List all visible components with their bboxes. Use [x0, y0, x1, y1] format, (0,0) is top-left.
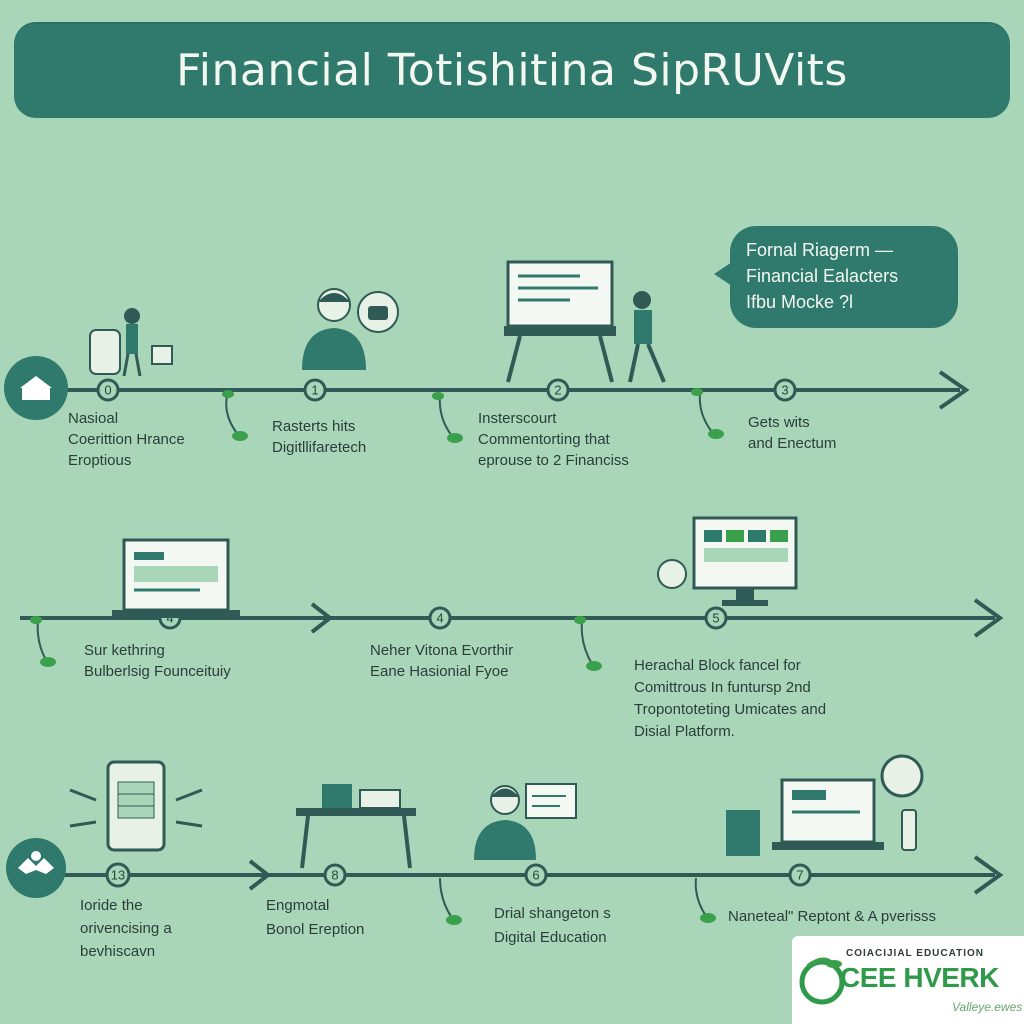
- step-node-4b-number: 4: [436, 611, 443, 626]
- step-node-4b: 4: [428, 606, 452, 630]
- step-label-8-line-2: Bonol Ereption: [266, 921, 365, 938]
- step-node-7-number: 7: [796, 868, 803, 883]
- workbench-illustration: [296, 784, 416, 869]
- step-label-8-line-1: Engmotal: [266, 897, 330, 914]
- step-label-6: Drial shangeton s Digital Education: [494, 902, 611, 950]
- step-node-5: 5: [704, 606, 728, 630]
- step-node-6-number: 6: [532, 868, 539, 883]
- brand-logo-icon: [799, 957, 845, 1005]
- presentation-board-icon: [504, 260, 666, 383]
- person-avatar-icon: [302, 288, 399, 370]
- step-label-4b-line-2: Eane Hasionial Fyoe: [370, 663, 509, 680]
- tablet-icon: [69, 760, 203, 852]
- step-label-0-line-3: Eroptious: [68, 452, 132, 469]
- step-label-5-line-4: Disial Platform.: [634, 723, 735, 740]
- step-label-0-line-1: Nasioal: [68, 410, 119, 427]
- step-label-6-line-1: Drial shangeton s: [494, 905, 611, 922]
- step-node-3-number: 3: [781, 383, 788, 398]
- step-label-4b: Neher Vitona Evorthir Eane Hasionial Fyo…: [370, 640, 513, 682]
- step-node-2: 2: [546, 378, 570, 402]
- emblem-icon: [6, 838, 66, 898]
- step-label-0-line-2: Coerittion Hrance: [68, 431, 185, 448]
- laptop-icon-2: [726, 754, 924, 856]
- person-with-screen-icon: [474, 783, 577, 860]
- step-label-13-line-1: Ioride the: [80, 897, 143, 914]
- step-label-3-line-1: Gets wits: [748, 414, 810, 431]
- step-label-5-line-1: Herachal Block fancel for: [634, 657, 801, 674]
- page-title: Financial Totishitina SipRUVits: [176, 44, 848, 96]
- step-node-7: 7: [788, 863, 812, 887]
- leaf-icon: [30, 388, 724, 925]
- badge-tagline: COIACIJIAL EDUCATION: [846, 948, 984, 959]
- step-label-3-line-2: and Enectum: [748, 435, 837, 452]
- step-label-2-line-3: eprouse to 2 Financiss: [478, 452, 629, 469]
- step-label-7: Naneteal" Reptont & A pverisss: [728, 906, 936, 927]
- step-node-6: 6: [524, 863, 548, 887]
- step-node-5-number: 5: [712, 611, 719, 626]
- step-node-3: 3: [773, 378, 797, 402]
- step-label-0: Nasioal Coerittion Hrance Eroptious: [68, 408, 185, 471]
- callout-line-3: Ifbu Mocke ?l: [746, 292, 854, 312]
- step-node-1: 1: [303, 378, 327, 402]
- step-node-13: 13: [105, 862, 131, 888]
- step-label-2-line-2: Commentorting that: [478, 431, 610, 448]
- step-label-4a: Sur kethring Bulberlsig Founceituiy: [84, 640, 231, 682]
- step-label-1: Rasterts hits Digitllifaretech: [272, 416, 366, 458]
- brand-badge: COIACIJIAL EDUCATION CEE HVERK Valleye.e…: [792, 936, 1024, 1024]
- callout-line-2: Financial Ealacters: [746, 266, 899, 286]
- step-label-7-line-1: Naneteal" Reptont & A pverisss: [728, 908, 936, 925]
- step-node-8-number: 8: [331, 868, 338, 883]
- step-node-1-number: 1: [311, 383, 318, 398]
- step-node-0: 0: [96, 378, 120, 402]
- step-node-13-number: 13: [111, 868, 125, 883]
- step-label-3: Gets wits and Enectum: [748, 412, 836, 454]
- step-label-4b-line-1: Neher Vitona Evorthir: [370, 642, 514, 659]
- badge-signature: Valleye.ewes: [952, 1000, 1023, 1014]
- title-banner: Financial Totishitina SipRUVits: [14, 22, 1010, 118]
- step-label-4a-line-1: Sur kethring: [84, 642, 165, 659]
- step-label-1-line-2: Digitllifaretech: [272, 439, 367, 456]
- step-label-1-line-1: Rasterts hits: [272, 418, 356, 435]
- callout-bubble: Fornal Riagerm — Financial Ealacters Ifb…: [714, 226, 958, 328]
- badge-brand-name: CEE HVERK: [840, 962, 999, 993]
- people-illustration-1: [89, 308, 173, 377]
- step-node-2-number: 2: [554, 383, 561, 398]
- step-label-13: Ioride the orivencising a bevhiscavn: [80, 894, 172, 963]
- step-label-8: Engmotal Bonol Ereption: [266, 894, 364, 942]
- step-label-5-line-3: Tropontoteting Umicates and: [634, 701, 827, 718]
- step-label-2: Insterscourt Commentorting that eprouse …: [478, 408, 629, 471]
- step-node-8: 8: [323, 863, 347, 887]
- step-label-4a-line-2: Bulberlsig Founceituiy: [84, 663, 231, 680]
- step-label-6-line-2: Digital Education: [494, 929, 607, 946]
- house-icon: [4, 356, 68, 420]
- step-label-13-line-3: bevhiscavn: [80, 943, 156, 960]
- step-label-2-line-1: Insterscourt: [478, 410, 557, 427]
- desktop-monitor-icon: [657, 516, 798, 606]
- step-node-0-number: 0: [104, 383, 111, 398]
- step-label-13-line-2: orivencising a: [80, 920, 172, 937]
- timeline-row-1: [40, 370, 970, 410]
- step-label-5: Herachal Block fancel for Comittrous In …: [634, 655, 826, 743]
- laptop-icon-1: [112, 538, 240, 618]
- callout-line-1: Fornal Riagerm —: [746, 240, 894, 260]
- step-label-5-line-2: Comittrous In funtursp 2nd: [634, 679, 811, 696]
